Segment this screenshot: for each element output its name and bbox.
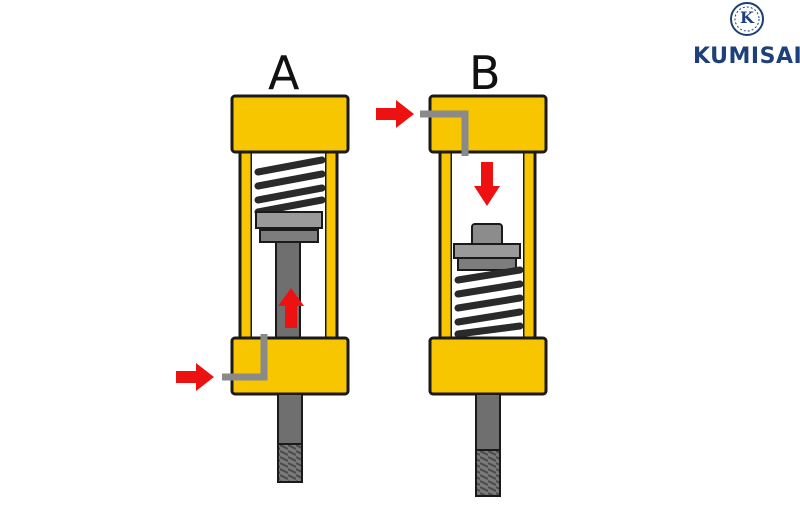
arrow-right-icon xyxy=(176,363,214,391)
label-valve-b: B xyxy=(469,46,501,100)
logo-letter: K xyxy=(740,8,754,27)
valve-a-column-right xyxy=(323,148,339,342)
valve-b-column-right xyxy=(521,148,537,342)
valve-a-shaft xyxy=(277,393,303,445)
arrow-right-icon xyxy=(376,100,414,128)
label-valve-a: A xyxy=(268,46,300,100)
valve-b xyxy=(376,94,548,497)
valve-b-piston xyxy=(453,243,521,259)
valve-b-piston-cap xyxy=(471,223,503,247)
valve-a-bottom-block xyxy=(230,336,350,396)
arrow-down-icon xyxy=(474,162,500,206)
valve-a-piston xyxy=(255,211,323,229)
valve-a-port xyxy=(222,334,268,381)
arrow-up-icon xyxy=(278,288,304,328)
valve-b-spring xyxy=(454,266,524,338)
logo-badge-icon xyxy=(730,2,764,36)
valve-b-port xyxy=(420,110,469,156)
brand-logo-text: KUMISAI xyxy=(693,44,800,69)
valve-b-thread xyxy=(475,449,501,497)
valve-a-thread xyxy=(277,443,303,483)
valve-a-top-block xyxy=(230,94,350,154)
valve-b-top-block xyxy=(428,94,548,154)
valve-b-column-left xyxy=(438,148,454,342)
valve-a-spring xyxy=(254,156,326,216)
valve-a-column-left xyxy=(238,148,254,342)
valve-b-bottom-block xyxy=(428,336,548,396)
valve-b-shaft xyxy=(475,393,501,451)
valve-a xyxy=(176,94,350,483)
